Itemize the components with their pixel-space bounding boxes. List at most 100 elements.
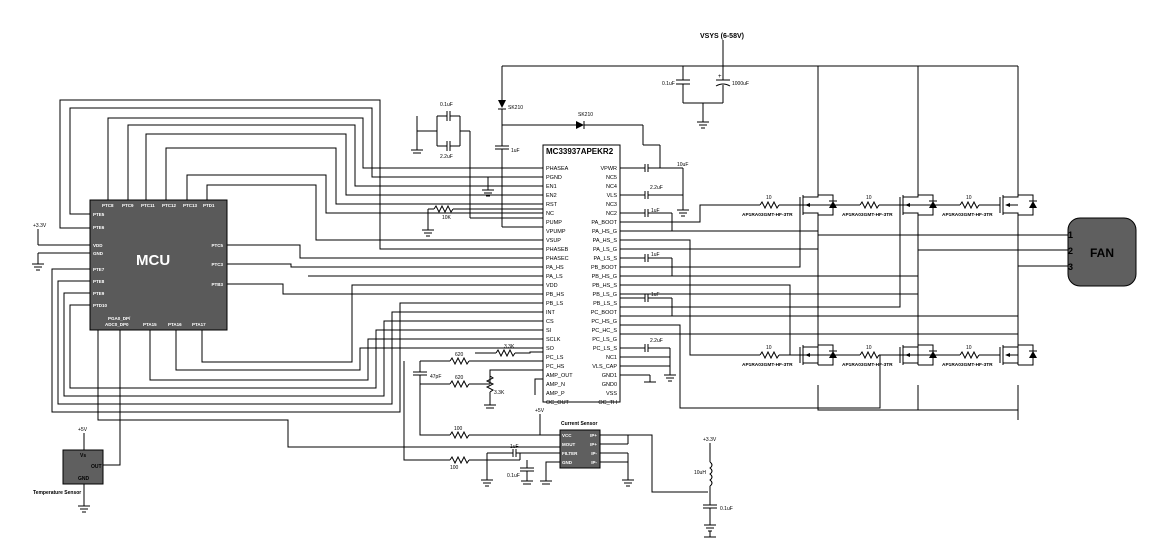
driver-pin-sclk: SCLK — [546, 337, 561, 343]
pump-cap-bot-label: 2.2uF — [440, 154, 453, 160]
mcu-pin-gnd: GND — [93, 251, 104, 256]
bulk-cap-small-label: 0.1uF — [662, 81, 675, 87]
cs-pin-right-0: IP+ — [590, 433, 597, 438]
cs-cap-1uf-label: 1uF — [510, 444, 519, 450]
cs-pin-mout: MOUT — [562, 442, 575, 447]
r-620-b-label: 620 — [455, 375, 464, 381]
driver-pin-vls: VLS — [607, 193, 618, 199]
mcu-pin-ptc3: PTC3 — [211, 262, 223, 267]
diode-icon — [929, 351, 937, 358]
ts-v5-label: +5V — [78, 427, 88, 433]
driver-pin-pb_ls_g: PB_LS_G — [593, 292, 617, 298]
driver-ic: MC33937APEKR2 PHASEAPGNDEN1EN2RSTNCPUMPV… — [542, 144, 621, 406]
driver-pin-pc_ls_g: PC_LS_G — [592, 337, 617, 343]
temp-sensor-caption: Temperature Sensor — [33, 490, 81, 496]
driver-pin-en2: EN2 — [546, 193, 557, 199]
driver-pin-pump: PUMP — [546, 220, 562, 226]
diode-icon — [1029, 201, 1037, 208]
l-v33-label: +3.3V — [703, 437, 717, 443]
cap-vls-label: 2.2uF — [650, 185, 663, 191]
driver-pin-pc_boot: PC_BOOT — [591, 310, 618, 316]
mcu-pin-ptd1: PTD1 — [203, 203, 215, 208]
driver-pin-vpwr: VPWR — [601, 166, 618, 172]
mcu-pin-ptc9: PTC9 — [122, 203, 134, 208]
diode1-label: SK210 — [508, 105, 523, 111]
driver-pin-pa_hs: PA_HS — [546, 265, 564, 271]
mcu-supply: +3.3V — [32, 223, 90, 271]
amp-network: 3.3K 620 620 3.3K 47pF 100 — [403, 344, 560, 471]
driver-pin-cs: CS — [546, 319, 554, 325]
mcu-pin-ptc11: PTC11 — [141, 203, 155, 208]
vsys-rail: VSYS (6-58V) — [502, 33, 1019, 178]
driver-pin-pc_hs: PC_HS — [546, 364, 565, 370]
resistor-icon — [759, 200, 780, 210]
gate-resistor-label: 10 — [966, 195, 972, 201]
driver-gnd: 10K — [422, 176, 543, 237]
driver-pin-pb_ls: PB_LS — [546, 301, 563, 307]
fan-connector: FAN 1 2 3 — [1067, 217, 1137, 287]
driver-pin-so: SO — [546, 346, 555, 352]
mcu-pin-ptb3: PTB3 — [211, 282, 223, 287]
mosfet-icon — [1005, 203, 1010, 207]
mosfet-icon — [905, 203, 910, 207]
diode-icon — [829, 351, 837, 358]
driver-pin-nc4: NC4 — [606, 184, 617, 190]
driver-pin-phasea: PHASEA — [546, 166, 569, 172]
diode-icon — [929, 201, 937, 208]
fan-pin-2: 2 — [1068, 246, 1073, 256]
fan-label: FAN — [1090, 246, 1114, 260]
diode-icon — [1029, 351, 1037, 358]
cap-vlscap-label: 2.2uF — [650, 338, 663, 344]
fan-body — [1067, 217, 1137, 287]
driver-pin-pc_hs_g: PC_HS_G — [591, 319, 617, 325]
mosfet-part-label: AP1RA03GMT-HF-3TR — [842, 212, 893, 218]
fan-pin-3: 3 — [1068, 262, 1073, 272]
mcu-pin-ptc8: PTC8 — [102, 203, 114, 208]
r-33k-a-label: 3.3K — [504, 344, 515, 350]
mcu-pin-adc0: ADC0_DP0 — [105, 322, 129, 327]
driver-ic-title: MC33937APEKR2 — [546, 147, 614, 156]
inductor-label: 10uH — [694, 470, 706, 476]
cs-pin-right-2: IP- — [591, 451, 597, 456]
cs-pin-filter: FILTER — [562, 451, 578, 456]
cs-v5-label: +5V — [535, 408, 545, 414]
driver-pin-si: SI — [546, 328, 552, 334]
r-100-a-label: 100 — [454, 426, 463, 432]
mcu-pin-ptc12: PTC12 — [162, 203, 177, 208]
mcu-title: MCU — [136, 252, 170, 269]
driver-right-pins: VPWRNC5NC4VLSNC3NC2PA_BOOTPA_HS_GPA_HS_S… — [591, 166, 618, 406]
driver-ic-body — [542, 144, 621, 403]
gate-wiring — [620, 178, 1068, 420]
driver-pin-amp_n: AMP_N — [546, 382, 565, 388]
pump-cap-top-label: 0.1uF — [440, 102, 453, 108]
cs-pin-gnd: GND — [562, 460, 573, 465]
driver-pin-nc5: NC5 — [606, 175, 617, 181]
resistor-icon — [959, 350, 980, 360]
mosfet-part-label: AP1RA03GMT-HF-3TR — [942, 212, 993, 218]
gate-resistor-label: 10 — [766, 195, 772, 201]
driver-pin-pb_ls_s: PB_LS_S — [593, 301, 617, 307]
mcu-pin-vdd: VDD — [93, 243, 103, 248]
polarity-mark: + — [718, 74, 722, 80]
ts-out-label: OUT — [91, 464, 102, 470]
vsys-label: VSYS (6-58V) — [700, 33, 744, 40]
driver-pin-pc_hc_s: PC_HC_S — [592, 328, 618, 334]
driver-pin-vsup: VSUP — [546, 238, 561, 244]
mosfet-part-label: AP1RA03GMT-HF-3TR — [942, 362, 993, 368]
diode-icon — [576, 121, 584, 129]
driver-pin-gnd0: GND0 — [602, 382, 617, 388]
mcu-pin-pta15: PTA15 — [143, 322, 157, 327]
current-sensor-body — [559, 429, 601, 469]
fan-pin-1: 1 — [1068, 230, 1073, 240]
cap-33v-label: 0.1uF — [720, 506, 733, 512]
driver-right-caps: 10uF 2.2uF 1uF 1uF 1uF — [620, 144, 689, 383]
driver-pin-oc_out: OC_OUT — [546, 400, 570, 406]
mosfet-part-label: AP1RA03GMT-HF-3TR — [742, 212, 793, 218]
mcu-pin-ptc13: PTC13 — [183, 203, 198, 208]
current-sensor: Current Sensor VCCMOUTFILTERGNDIP+IP+IP-… — [481, 408, 733, 538]
